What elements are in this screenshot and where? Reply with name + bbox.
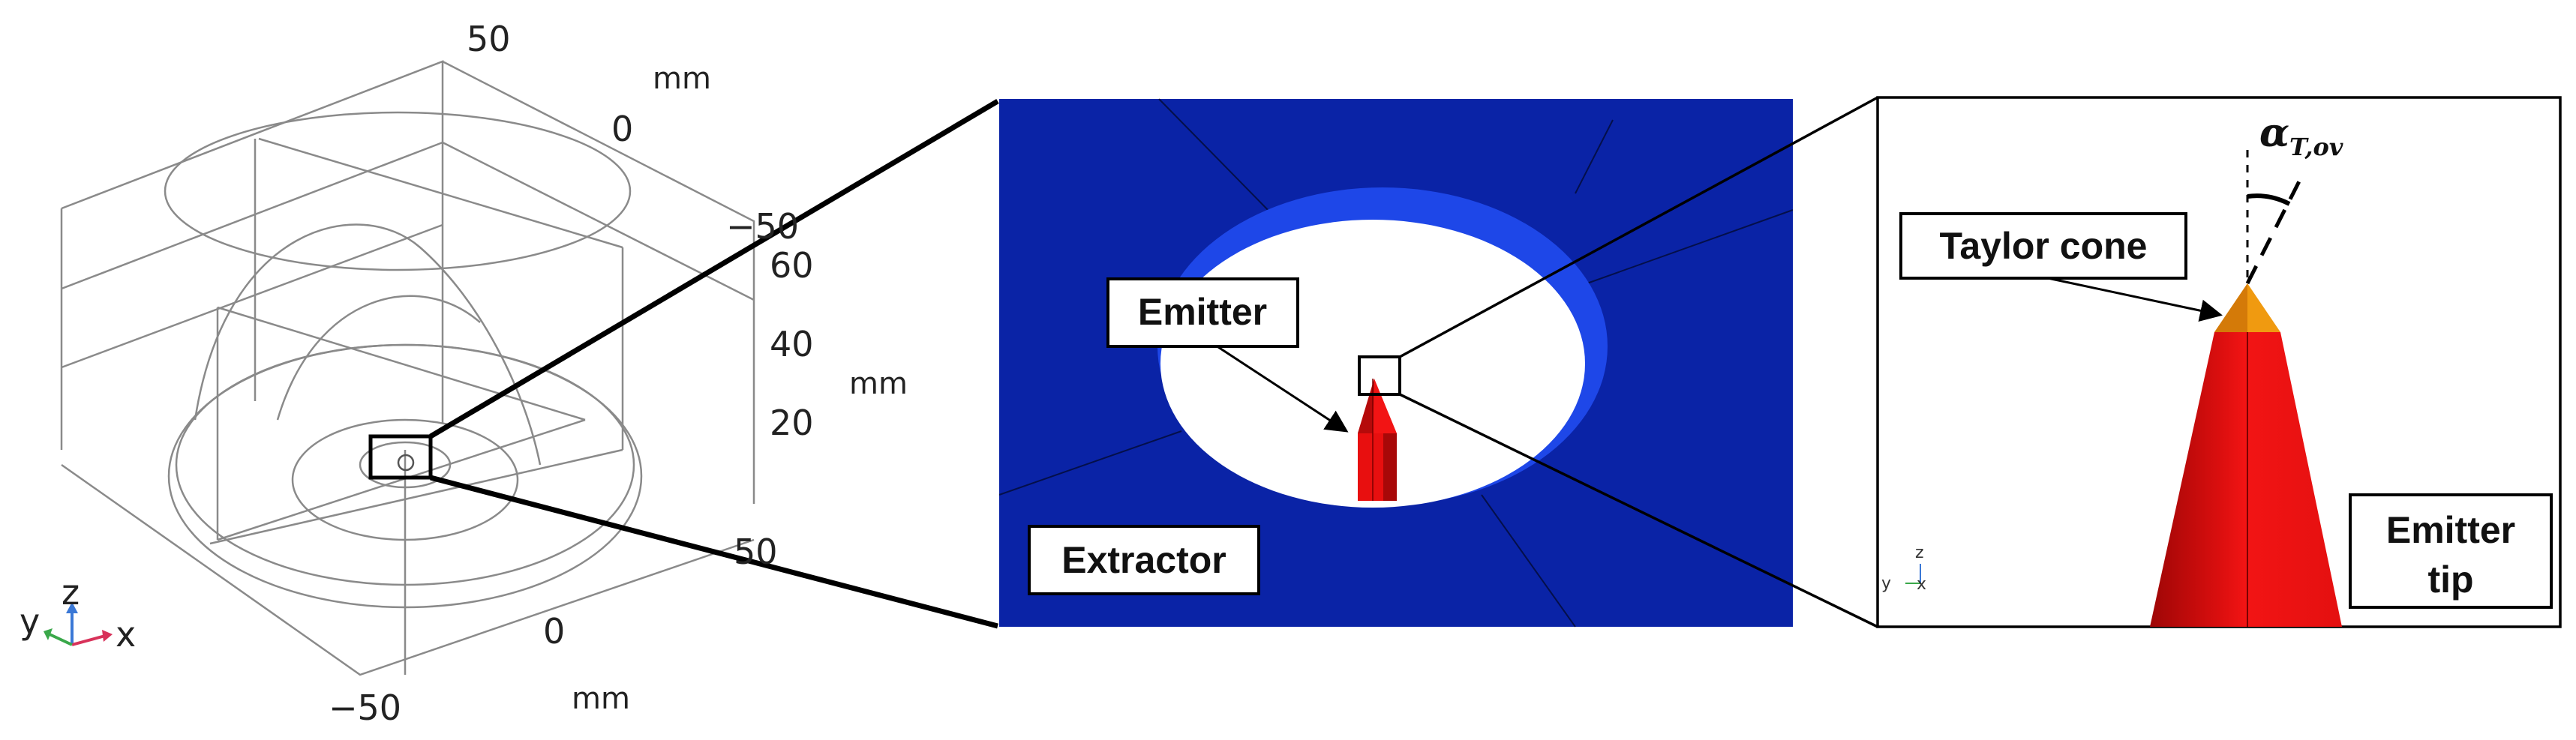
zoom-line-bottom bbox=[430, 475, 998, 629]
emitter-label: Emitter bbox=[1138, 291, 1267, 333]
triad-x-label: x bbox=[116, 614, 136, 655]
taylor-cone-label-group: Taylor cone bbox=[1899, 212, 2187, 280]
zoom-line-right-top bbox=[1399, 96, 1878, 358]
x-tick-50: 50 bbox=[734, 532, 778, 572]
y-tick-minus50: −50 bbox=[726, 206, 799, 247]
zoom-line-right-bottom bbox=[1399, 393, 1878, 628]
geometry-wireframe-view bbox=[60, 60, 755, 676]
z-tick-40: 40 bbox=[770, 324, 814, 364]
angle-label: αT,ov bbox=[2259, 110, 2343, 161]
y-tick-50: 50 bbox=[467, 19, 511, 59]
angle-subscript: T,ov bbox=[2289, 133, 2343, 161]
zoom-line-top bbox=[429, 98, 999, 439]
taylor-cone-pointer-arrow bbox=[2047, 277, 2223, 322]
z-unit: mm bbox=[849, 367, 908, 401]
closeup-triad-z: z bbox=[1915, 544, 1924, 562]
back-wall-outline bbox=[61, 60, 444, 424]
cone-angle-line bbox=[2245, 175, 2304, 285]
triad-y-label: y bbox=[20, 601, 40, 642]
right-wall-outline bbox=[442, 60, 755, 504]
emitter-pointer-arrow bbox=[1217, 346, 1349, 433]
zoom-box-middle bbox=[1358, 355, 1401, 396]
x-tick-0: 0 bbox=[543, 611, 565, 652]
z-tick-60: 60 bbox=[770, 245, 814, 286]
closeup-triad-x: x bbox=[1917, 575, 1926, 594]
zoom-box-left bbox=[368, 434, 433, 480]
triad-z-label: z bbox=[62, 572, 80, 613]
left-coordinate-triad: z y x bbox=[20, 572, 136, 655]
dome-arc-2 bbox=[276, 295, 481, 421]
x-tick-minus50: −50 bbox=[329, 688, 401, 728]
dome-arc-1 bbox=[194, 223, 542, 466]
emitter-tip-body bbox=[2150, 332, 2342, 627]
z-tick-20: 20 bbox=[770, 403, 814, 443]
extractor-label: Extractor bbox=[1061, 539, 1226, 581]
emitter-tip-label-line2: tip bbox=[2427, 559, 2473, 601]
x-unit: mm bbox=[572, 682, 630, 716]
emitter-label-group: Emitter bbox=[1106, 277, 1299, 348]
y-unit: mm bbox=[653, 61, 711, 96]
floor-plane bbox=[61, 463, 755, 676]
back-wall-line-2 bbox=[61, 223, 443, 369]
back-wall-line-1 bbox=[61, 141, 443, 290]
closeup-triad-y: y bbox=[1881, 574, 1891, 593]
extractor-label-group: Extractor bbox=[1028, 525, 1260, 595]
taylor-cone-label: Taylor cone bbox=[1940, 225, 2148, 267]
right-wall-line-1 bbox=[442, 141, 755, 301]
y-tick-0: 0 bbox=[611, 109, 633, 149]
domain-top-ellipse bbox=[164, 111, 632, 271]
emitter-tip-label-line1: Emitter bbox=[2386, 509, 2515, 551]
left-axis-labels: 50 mm 0 −50 60 40 mm 20 50 0 −50 mm bbox=[329, 19, 908, 728]
angle-symbol: α bbox=[2259, 110, 2289, 156]
emitter-tip-label-group: Emitter tip bbox=[2349, 493, 2553, 609]
angle-arc bbox=[2247, 193, 2291, 206]
